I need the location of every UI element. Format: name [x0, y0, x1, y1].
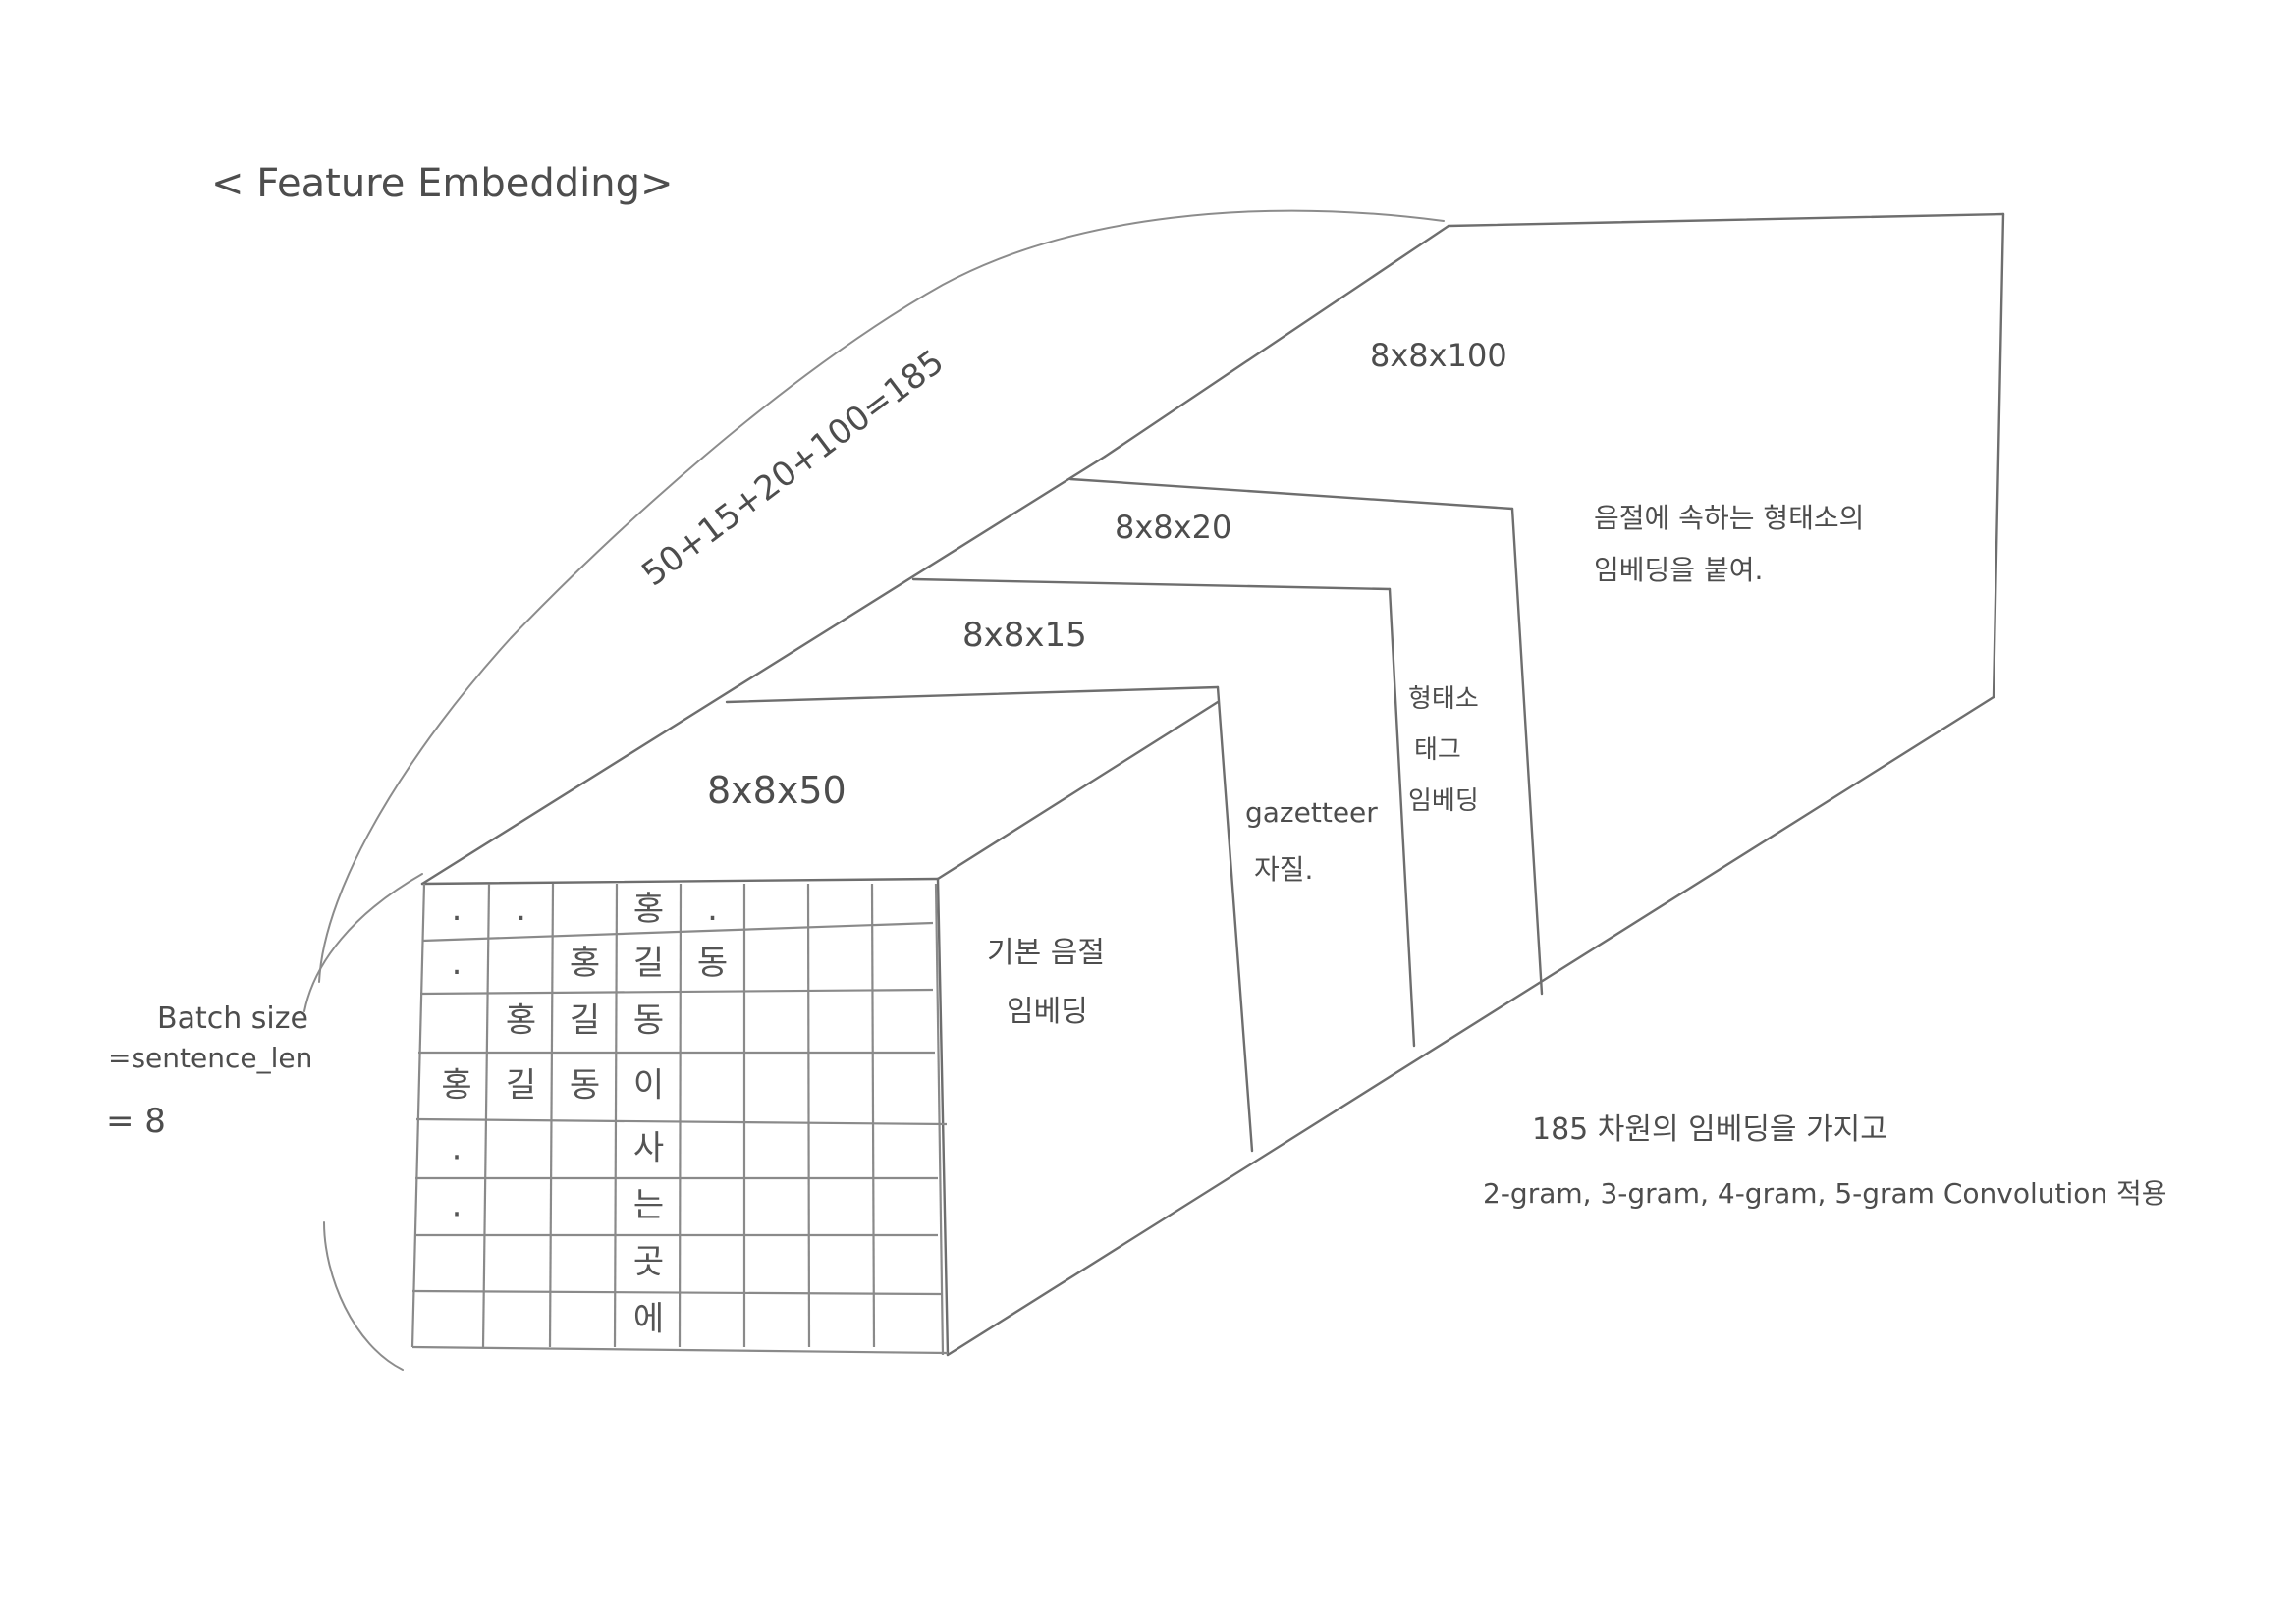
box-bottom-right-edge [946, 695, 1995, 1357]
tag-side-label-2: 태그 [1414, 735, 1461, 765]
gazetteer-side-label-1: gazetteer [1245, 796, 1378, 829]
grid-cell-char: . [452, 1129, 463, 1168]
grid-cell-char: 사 [633, 1129, 664, 1168]
grid-cell-char: 길 [506, 1066, 536, 1106]
layer-edge-base-vertical [1216, 685, 1254, 1153]
total-dim-arc [318, 209, 1445, 983]
box-left-top-diagonal [420, 455, 1107, 886]
grid-cell-char: 홍 [441, 1066, 471, 1106]
grid-cell-char: 홍 [570, 944, 600, 983]
batch-label-line1: Batch size [157, 1001, 308, 1036]
grid-cell-char: 동 [570, 1066, 600, 1106]
batch-bracket [303, 873, 423, 1012]
front-face-top-edge [420, 877, 940, 886]
batch-label-line3: = 8 [106, 1102, 166, 1141]
layer-edge-tag-top [1068, 477, 1514, 511]
gazetteer-layer-dim-label: 8x8x15 [962, 616, 1087, 655]
batch-label-line2: =sentence_len [108, 1042, 312, 1074]
grid-cell-char: 는 [633, 1186, 664, 1225]
note-line-2: 2-gram, 3-gram, 4-gram, 5-gram Convoluti… [1483, 1177, 2167, 1210]
base-side-label-2: 임베딩 [1007, 995, 1088, 1029]
grid-cell-char: . [452, 1186, 463, 1225]
grid-cell-char: 에 [633, 1300, 664, 1339]
total-dim-label: 50+15+20+100=185 [634, 342, 951, 594]
grid-cell-char: 동 [633, 1001, 664, 1041]
grid-cell-char: 곳 [633, 1243, 664, 1282]
diagram-title: < Feature Embedding> [211, 161, 674, 206]
grid-cell-char: 홍 [506, 1001, 536, 1041]
grid-cell-char: 동 [697, 944, 728, 983]
layer-edge-tag-vertical [1510, 507, 1544, 996]
layer-edge-base-top [725, 685, 1220, 704]
front-face-right-edge [936, 877, 950, 1357]
base-side-label-1: 기본 음절 [987, 936, 1105, 970]
box-back-right-vertical [1992, 212, 2005, 699]
grid-cell-char: . [452, 890, 463, 929]
grid-cell-char: . [452, 944, 463, 983]
morph-side-label-1: 음절에 속하는 형태소의 [1594, 502, 1864, 534]
grid-cell-char: 이 [633, 1066, 664, 1106]
grid-cell-char: 길 [633, 944, 664, 983]
morph-side-label-2: 임베딩을 붙여. [1594, 554, 1763, 586]
tag-side-label-3: 임베딩 [1408, 786, 1479, 816]
grid-cell-char: . [707, 890, 718, 929]
base-layer-dim-label: 8x8x50 [707, 769, 847, 812]
tag-layer-dim-label: 8x8x20 [1115, 509, 1231, 546]
layer-edge-gaz-top [911, 577, 1392, 591]
box-top-left-diagonal [1103, 224, 1450, 459]
box-top-back-edge [1447, 212, 2005, 228]
front-top-right-diagonal [936, 700, 1220, 881]
gazetteer-side-label-2: 자질. [1254, 853, 1313, 886]
note-line-1: 185 차원의 임베딩을 가지고 [1532, 1112, 1887, 1147]
layer-edge-gaz-vertical [1388, 587, 1416, 1048]
grid-cell-char: . [516, 890, 526, 929]
grid-cell-char: 홍 [633, 890, 664, 929]
grid-cell-char: 길 [570, 1001, 600, 1041]
batch-bracket-lower [323, 1221, 404, 1371]
morph-layer-dim-label: 8x8x100 [1370, 337, 1507, 374]
front-grid [410, 883, 949, 1356]
tag-side-label-1: 형태소 [1408, 684, 1479, 714]
